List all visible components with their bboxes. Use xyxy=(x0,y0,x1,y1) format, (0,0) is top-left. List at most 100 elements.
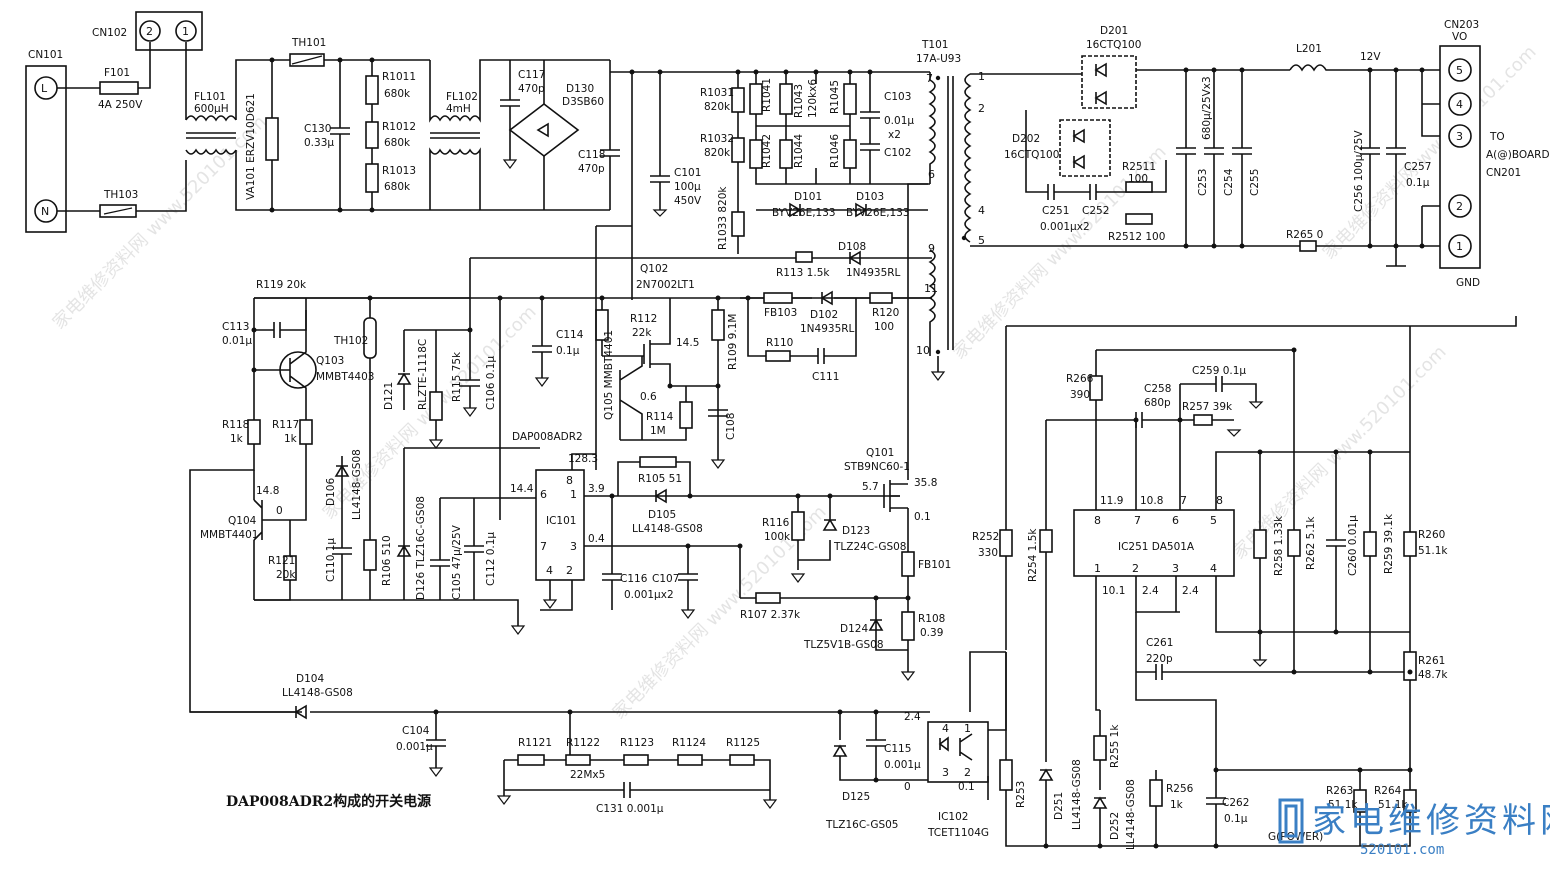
fl102-label: FL102 xyxy=(446,91,478,103)
ic102-label: IC102 xyxy=(938,811,968,823)
c101-value-volt: 450V xyxy=(674,195,702,207)
ic251-pin8-voltage: 11.9 xyxy=(1100,495,1123,507)
pin-label: 1 xyxy=(182,25,189,38)
r1011-value: 680k xyxy=(384,88,411,100)
r253-resistor xyxy=(999,759,1013,791)
pin-label: 2 xyxy=(1132,562,1139,575)
r108-label: R108 xyxy=(918,613,945,625)
gnd-label: GND xyxy=(1456,277,1480,289)
d102-label: D102 xyxy=(810,309,838,321)
fb101-bead xyxy=(901,551,915,577)
r121-value: 20k xyxy=(276,569,296,581)
r264-resistor xyxy=(1403,789,1417,813)
pin-label: 2 xyxy=(146,25,153,38)
c106-label: C106 0.1μ xyxy=(485,356,497,410)
r255-resistor xyxy=(1093,735,1107,761)
c117-value: 470p xyxy=(518,83,545,95)
r117-resistor xyxy=(299,419,313,445)
r118-resistor xyxy=(247,419,261,445)
pin-label: N xyxy=(41,205,49,218)
r112-value: 22k xyxy=(632,327,652,339)
r1122-resistor xyxy=(565,754,591,766)
f101-label: F101 xyxy=(104,67,130,79)
c104-value: 0.001μ xyxy=(396,741,433,753)
r263-value: 51.1k xyxy=(1328,799,1358,811)
fl101-value: 600μH xyxy=(194,103,229,115)
ic251-label: IC251 DA501A xyxy=(1118,541,1195,553)
pin-label: 11 xyxy=(924,282,938,295)
ic251-pin3-voltage: 2.4 xyxy=(1182,585,1199,597)
r116-value: 100k xyxy=(764,531,791,543)
d121-value: RLZTE-1118C xyxy=(417,339,429,410)
r106-label: R106 510 xyxy=(381,535,393,586)
cn203-note: TO xyxy=(1489,131,1505,143)
r264-label: R264 xyxy=(1374,785,1402,797)
r1045-label: R1045 xyxy=(829,80,841,114)
d252-label: D252 xyxy=(1109,812,1121,840)
fb103-bead xyxy=(763,292,793,304)
c251-label: C251 xyxy=(1042,205,1069,217)
q102-mosfet xyxy=(602,298,671,386)
d251-value: LL4148-GS08 xyxy=(1071,759,1083,830)
r1043-label: R1043 xyxy=(793,84,805,118)
r1013-resistor xyxy=(365,163,379,193)
r1032-resistor xyxy=(731,137,745,163)
d103-label: D103 xyxy=(856,191,884,203)
d102-value: 1N4935RL xyxy=(800,323,855,335)
d104-label: D104 xyxy=(296,673,324,685)
pin-label: 7 xyxy=(1180,494,1187,507)
q102-voltage: 14.5 xyxy=(676,337,699,349)
q101-drain-voltage: 35.8 xyxy=(914,477,937,489)
r1125-resistor xyxy=(729,754,755,766)
q103-label: Q103 xyxy=(316,355,344,367)
r1045-resistor xyxy=(843,83,857,115)
r118-value: 1k xyxy=(230,433,244,445)
r1032-value: 820k xyxy=(704,147,731,159)
r108-resistor xyxy=(901,611,915,641)
r261-label: R261 xyxy=(1418,655,1445,667)
pin-label: 6 xyxy=(540,488,547,501)
c256-label: C256 100μ/25V xyxy=(1353,130,1365,212)
t101-value: 17A-U93 xyxy=(916,53,961,65)
r114-value: 1M xyxy=(650,425,666,437)
cn101-label: CN101 xyxy=(28,49,63,61)
r254-label: R254 1.5k xyxy=(1027,528,1039,582)
r2511-resistor xyxy=(1125,181,1153,193)
cn102-connector: 2 1 CN102 xyxy=(92,11,203,51)
pin-label: 2 xyxy=(566,564,573,577)
r1011-resistor xyxy=(365,75,379,105)
va101-varistor xyxy=(265,117,279,161)
c254-label: C254 xyxy=(1223,168,1235,196)
r260-resistor xyxy=(1403,531,1417,557)
r1124-label: R1124 xyxy=(672,737,706,749)
r1041-resistor xyxy=(749,83,763,115)
r266-resistor xyxy=(1089,375,1103,401)
d105-label: D105 xyxy=(648,509,676,521)
c262-label: C262 xyxy=(1222,797,1249,809)
diagram-title: DAP008ADR2构成的开关电源 xyxy=(226,793,431,810)
r252-label: R252 xyxy=(972,531,999,543)
r120-label: R120 xyxy=(872,307,899,319)
pin-label: 3 xyxy=(1456,130,1463,143)
r1043-resistor xyxy=(779,83,793,115)
r1044-label: R1044 xyxy=(793,134,805,168)
r255-label: R255 1k xyxy=(1109,724,1121,768)
c117-label: C117 xyxy=(518,69,545,81)
r1043-value: 120kx6 xyxy=(807,79,819,118)
cn203-note: CN201 xyxy=(1486,167,1521,179)
pin-label: 9 xyxy=(928,242,935,255)
pin-label: 5 xyxy=(978,234,985,247)
r1011-label: R1011 xyxy=(382,71,416,83)
c115-value: 0.001μ xyxy=(884,759,921,771)
q105-transistor xyxy=(619,356,643,440)
r110-label: R110 xyxy=(766,337,793,349)
r107-resistor xyxy=(755,592,781,604)
r259-resistor xyxy=(1363,531,1377,557)
pin-label: 4 xyxy=(978,204,985,217)
fl102-value: 4mH xyxy=(446,103,471,115)
c102-label: C102 xyxy=(884,147,911,159)
r260-label: R260 xyxy=(1418,529,1445,541)
d201-label: D201 xyxy=(1100,25,1128,37)
d201-diode xyxy=(1081,55,1137,109)
